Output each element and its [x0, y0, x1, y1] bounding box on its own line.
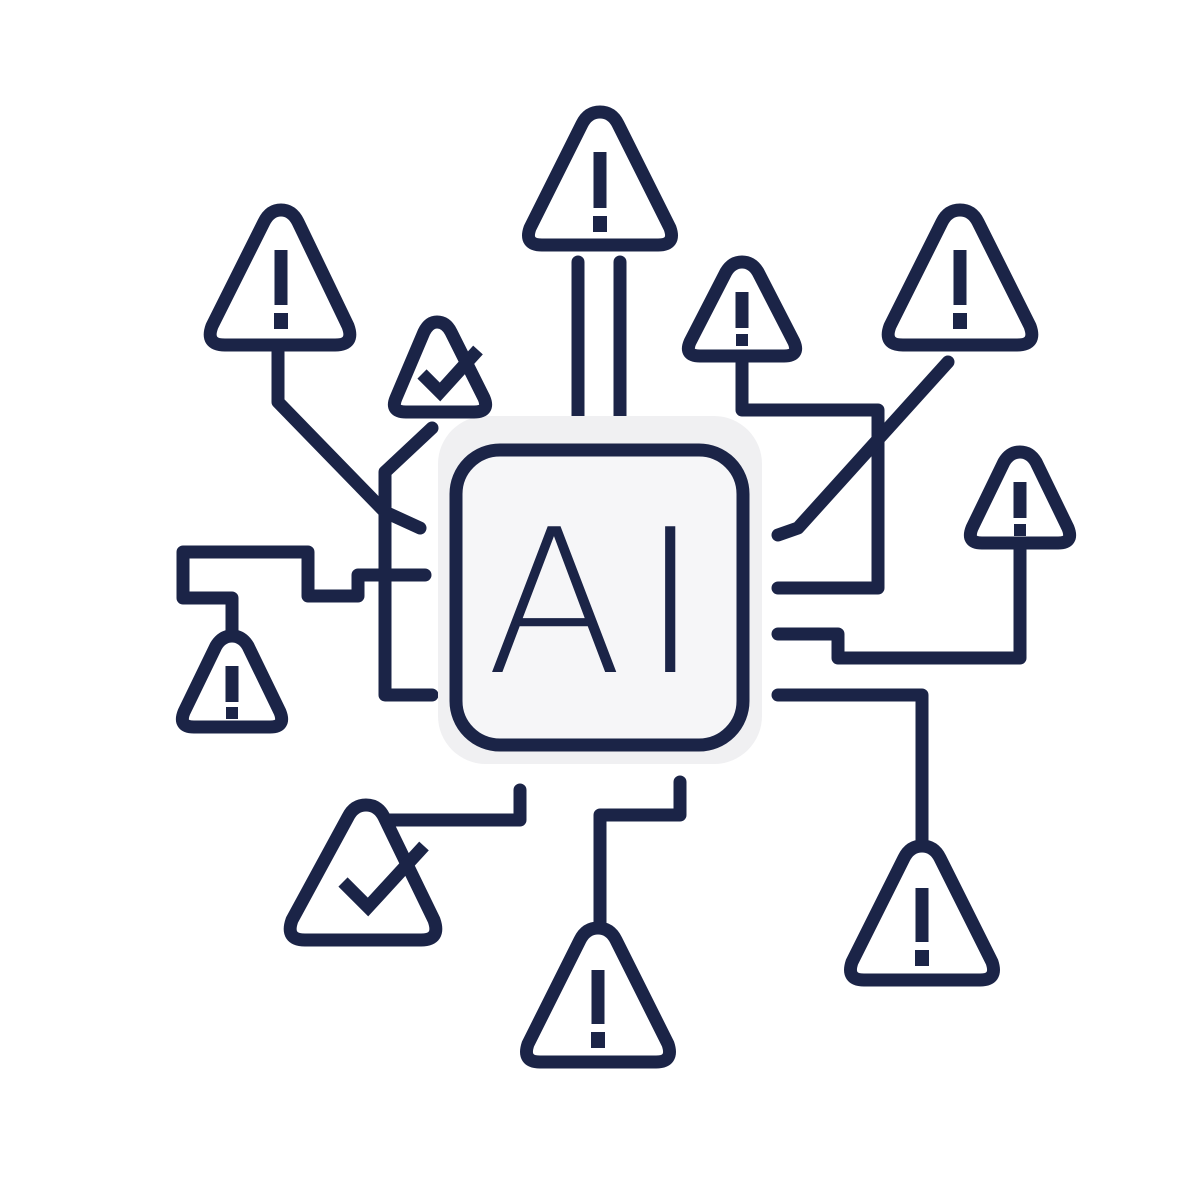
warning-node-top: [522, 105, 678, 252]
wire-bottom-right-warning: [771, 688, 929, 852]
warning-icon: [1013, 482, 1027, 536]
warning-node-top-right: [881, 203, 1039, 352]
checkmark-icon: [338, 841, 429, 917]
warning-node-bottom: [520, 921, 676, 1069]
wire-right-warning: [771, 541, 1027, 665]
risk-nodes: [175, 105, 1077, 1069]
warning-icon: [915, 888, 929, 966]
warning-node-bottom-right: [844, 839, 1000, 987]
connector-wires: [176, 255, 1027, 935]
ai-chip: AI: [438, 416, 762, 764]
checkmark-icon: [417, 345, 483, 402]
wire-top-right-warning: [771, 355, 955, 542]
warning-icon: [591, 970, 605, 1048]
check-node-bottom-left: [283, 798, 443, 947]
chip-body: [449, 443, 750, 752]
check-triangle: [283, 798, 443, 947]
warning-icon: [274, 250, 288, 329]
wire-bottom-left-check: [381, 783, 527, 827]
warning-node-top-left: [203, 203, 357, 352]
wire-top-left-warning: [271, 345, 427, 535]
warning-node-right: [963, 445, 1077, 550]
wire-bottom-warning: [593, 775, 687, 935]
chip-label: AI: [486, 487, 718, 720]
check-triangle: [387, 315, 493, 419]
wire-upper-right-small-warning: [735, 353, 885, 595]
warning-node-left: [175, 629, 289, 734]
warning-icon: [593, 152, 607, 232]
warning-icon: [953, 250, 967, 329]
warning-icon: [735, 292, 749, 346]
wire-upper-left-check: [378, 421, 439, 702]
check-node-upper-left: [387, 315, 493, 419]
wire-left-warning: [176, 545, 432, 647]
warning-node-upper-right-small: [681, 255, 803, 363]
warning-icon: [225, 666, 239, 719]
